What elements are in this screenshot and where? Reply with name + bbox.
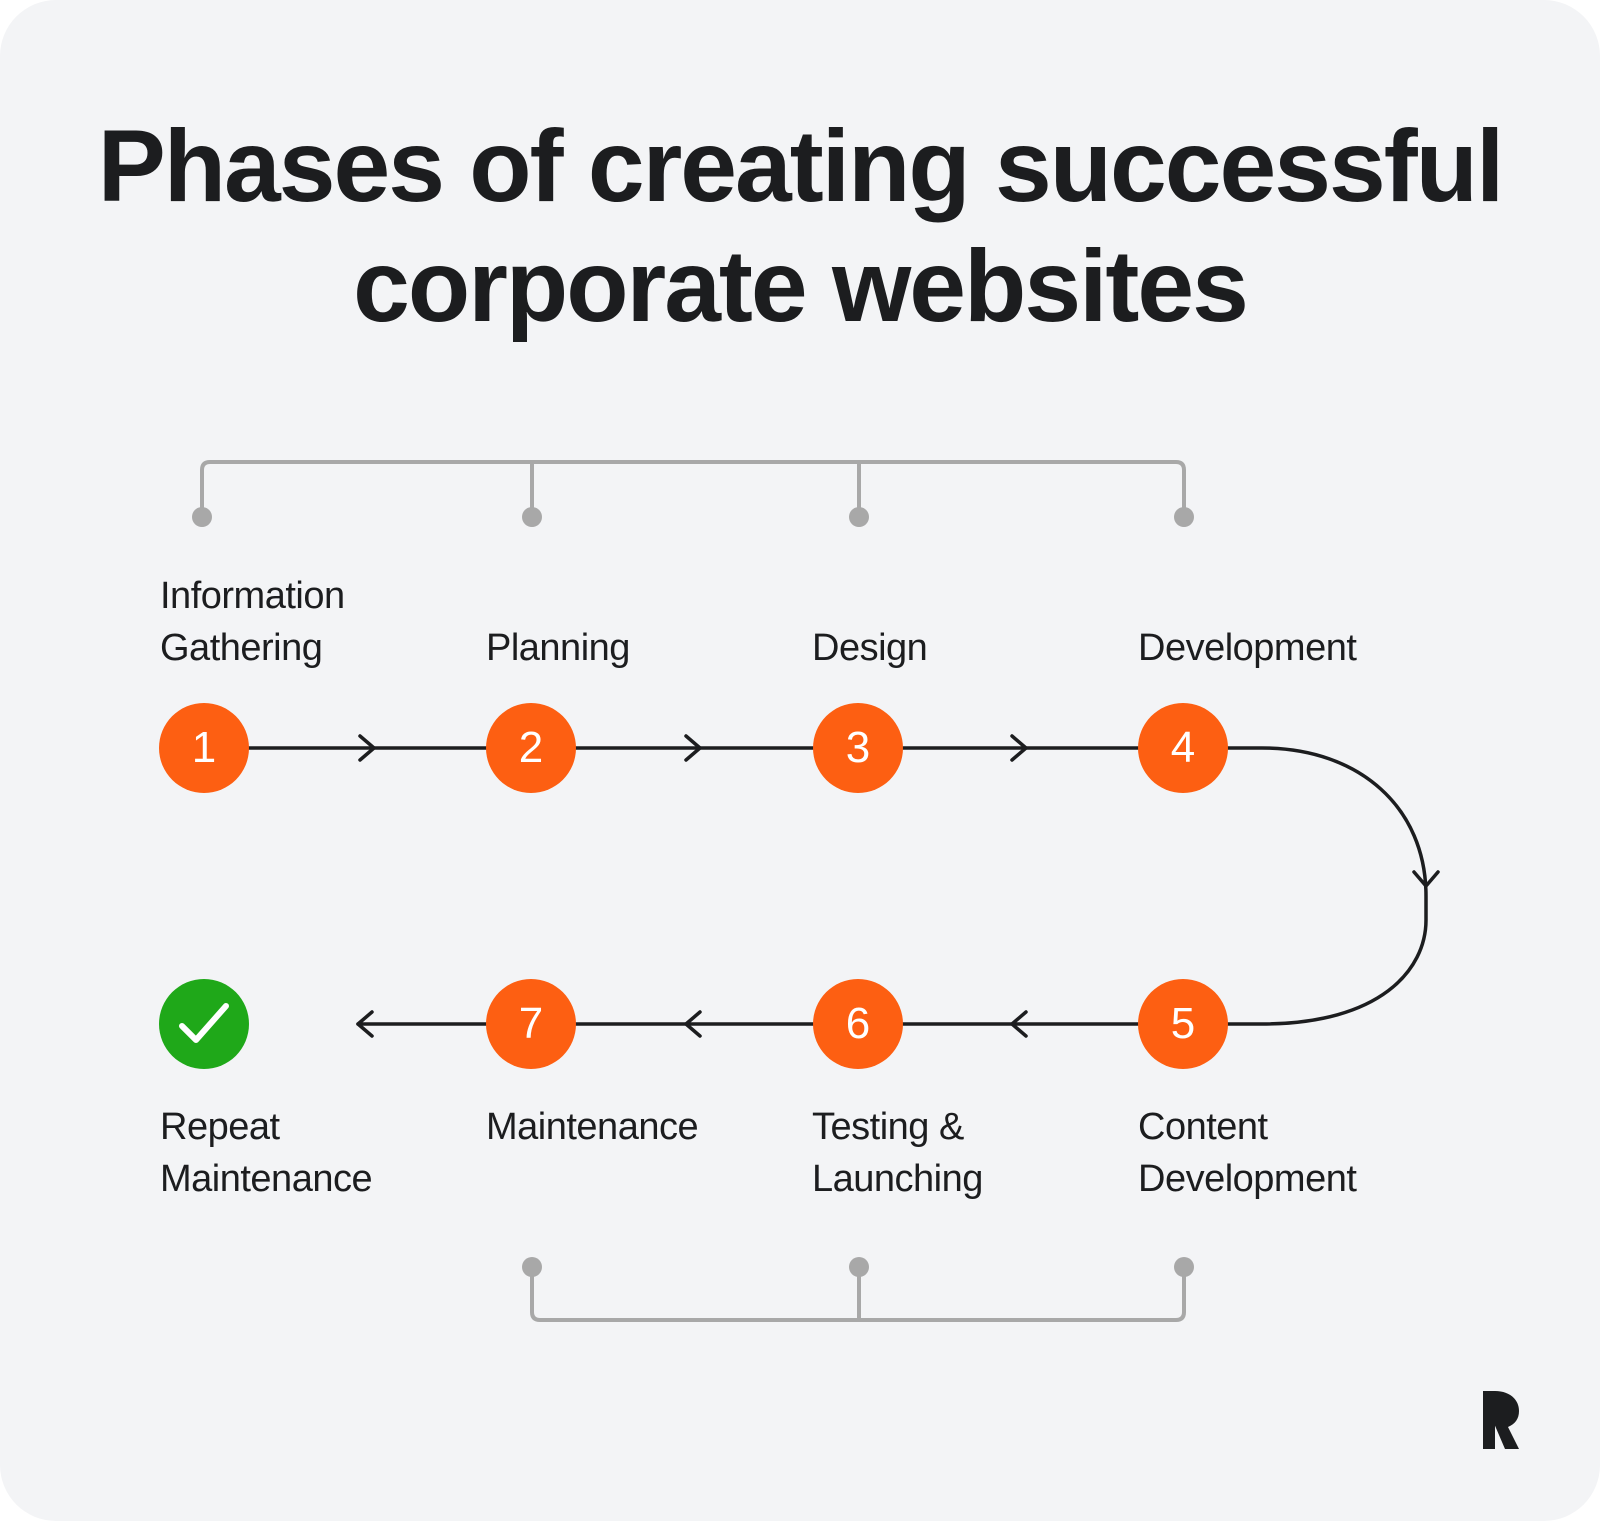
- step-3-number: 3: [845, 723, 871, 772]
- step-5-label: Content Development: [1138, 1106, 1357, 1200]
- title-line-1: Phases of creating successful: [97, 109, 1505, 223]
- flow-arrows: [356, 734, 1440, 1038]
- arrow-right-icon: [358, 734, 376, 762]
- step-7-circle: 7: [486, 979, 576, 1069]
- step-4-number: 4: [1170, 723, 1196, 772]
- step-6-number: 6: [845, 999, 871, 1048]
- step-6-circle: 6: [813, 979, 903, 1069]
- step-4-circle: 4: [1138, 703, 1228, 793]
- bottom-bracket-dots: [522, 1257, 1194, 1277]
- arrow-right-icon: [1010, 734, 1028, 762]
- step-5-circle: 5: [1138, 979, 1228, 1069]
- top-bracket-dots: [192, 507, 1194, 527]
- final-step-circle: [159, 979, 249, 1069]
- step-7-number: 7: [518, 999, 544, 1048]
- step-2-label: Planning: [486, 627, 630, 669]
- title-line-2: corporate websites: [353, 229, 1249, 343]
- step-2-circle: 2: [486, 703, 576, 793]
- page-title: Phases of creating successful corporate …: [0, 106, 1600, 346]
- checkmark-icon: [179, 1003, 229, 1043]
- step-2-number: 2: [518, 723, 544, 772]
- flow-lines: [246, 746, 1428, 1026]
- arrow-left-icon: [684, 1010, 702, 1038]
- step-4-label: Development: [1138, 627, 1357, 669]
- final-label: Repeat Maintenance: [160, 1106, 373, 1200]
- arrow-left-icon: [356, 1010, 374, 1038]
- step-5-number: 5: [1170, 999, 1196, 1048]
- step-3-label: Design: [812, 627, 928, 669]
- top-bracket: [200, 460, 1186, 520]
- step-6-label: Testing & Launching: [812, 1106, 983, 1200]
- arrow-left-icon: [1010, 1010, 1028, 1038]
- step-3-circle: 3: [813, 703, 903, 793]
- arrow-right-icon: [684, 734, 702, 762]
- arrow-down-icon: [1412, 870, 1440, 888]
- step-1-label: Information Gathering: [160, 575, 345, 669]
- step-7-label: Maintenance: [486, 1106, 699, 1148]
- brand-logo-icon: [1483, 1391, 1519, 1449]
- step-1-number: 1: [191, 723, 217, 772]
- step-1-circle: 1: [159, 703, 249, 793]
